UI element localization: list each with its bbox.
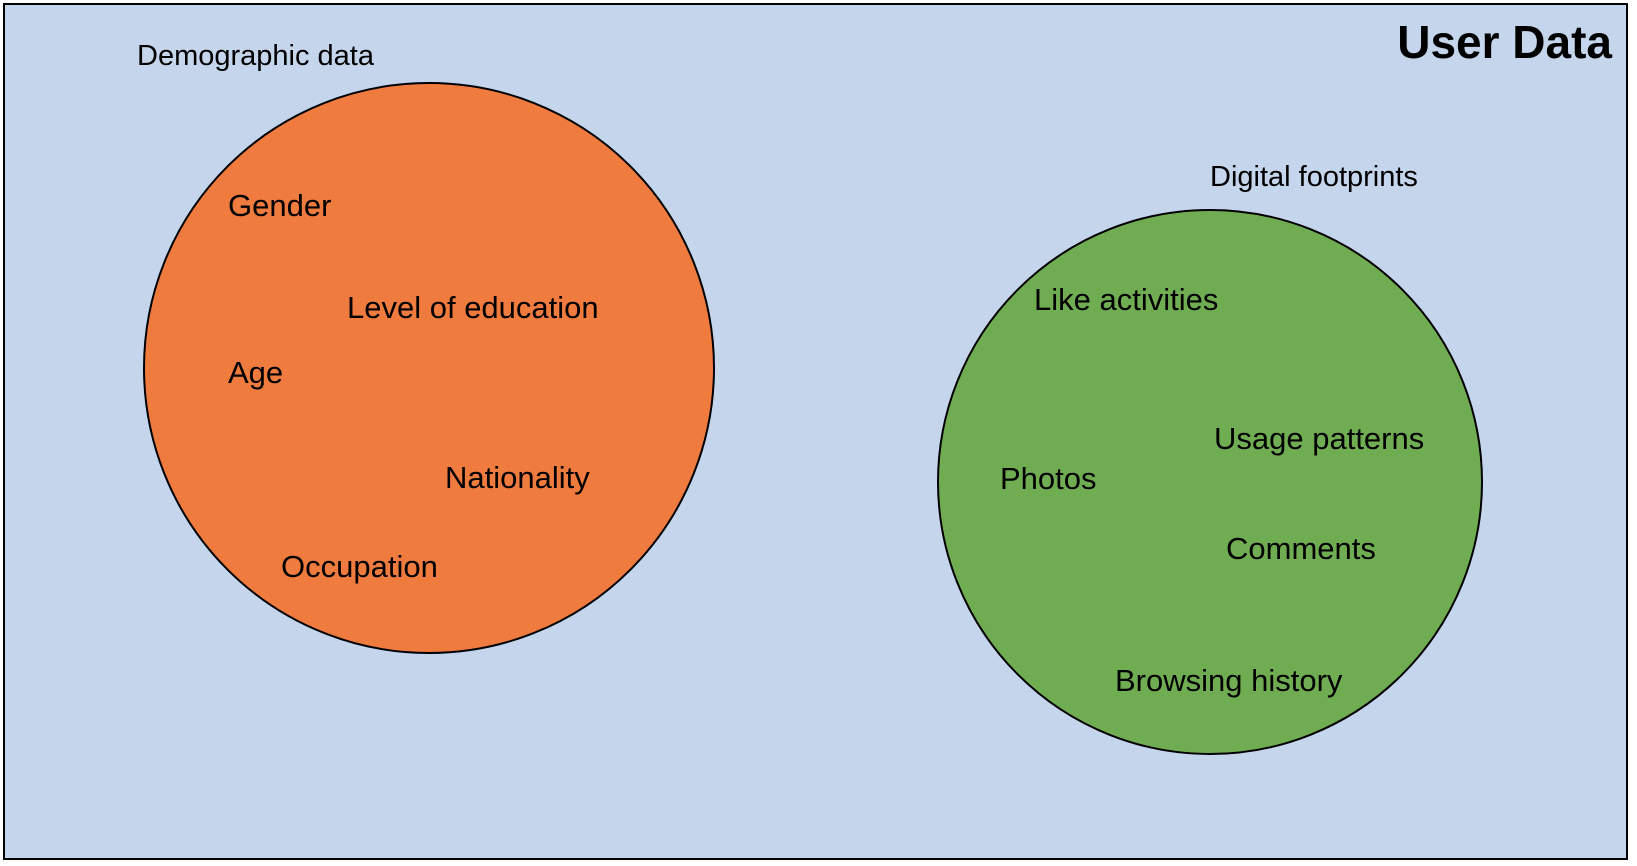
footprints-group-label: Digital footprints — [1210, 161, 1418, 193]
demographic-circle — [143, 82, 715, 654]
footprints-item-usage-patterns: Usage patterns — [1214, 421, 1425, 456]
diagram-title: User Data — [1397, 16, 1612, 68]
demographic-item-nationality: Nationality — [445, 460, 590, 495]
footprints-item-comments: Comments — [1226, 531, 1376, 566]
demographic-item-age: Age — [228, 355, 284, 390]
demographic-group-label: Demographic data — [137, 40, 374, 72]
footprints-item-browsing-history: Browsing history — [1115, 663, 1343, 698]
demographic-item-gender: Gender — [228, 188, 332, 223]
footprints-circle — [937, 209, 1483, 755]
footprints-item-like-activities: Like activities — [1034, 282, 1219, 317]
diagram-canvas: User Data Demographic data Gender Level … — [3, 3, 1628, 860]
demographic-item-level-of-education: Level of education — [347, 290, 599, 325]
footprints-item-photos: Photos — [1000, 461, 1097, 496]
demographic-item-occupation: Occupation — [281, 549, 438, 584]
